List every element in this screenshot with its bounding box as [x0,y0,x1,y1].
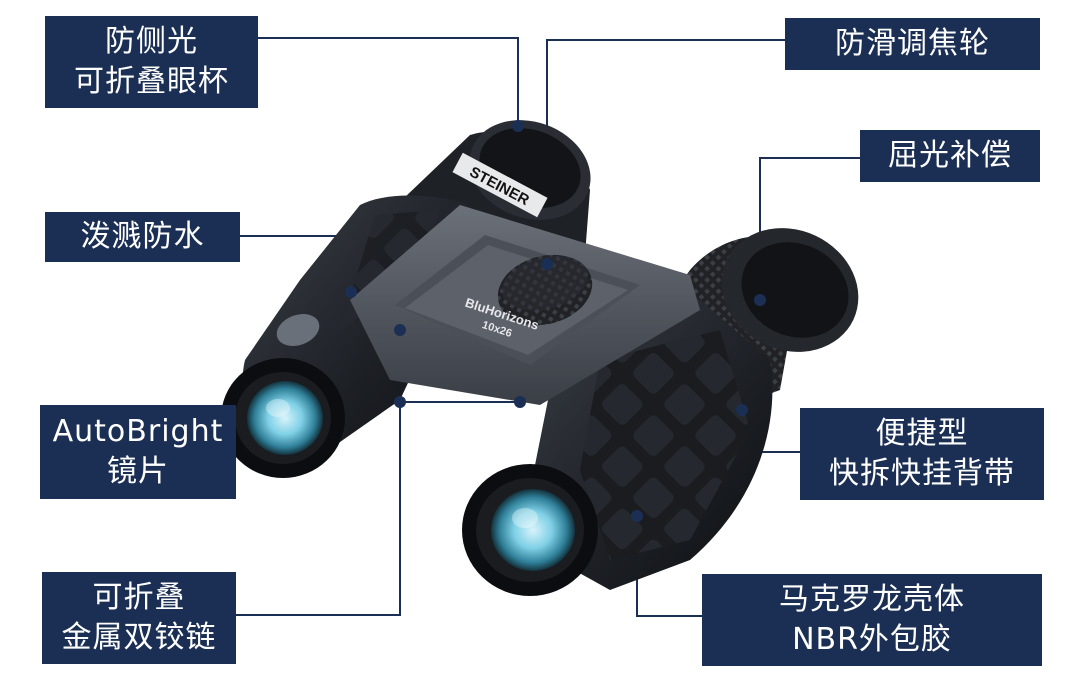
callout-housing-line1: 马克罗龙壳体 [779,582,965,617]
callout-anti-glare-eyecup: 防侧光 可折叠眼杯 [45,16,258,108]
callout-autobright-line1: AutoBright [52,414,224,449]
binocular-body: STEINER BluHorizons 10x26 [221,120,859,596]
callout-splash-line1: 泼溅防水 [80,219,205,254]
callout-refraction-comp: 屈光补偿 [860,130,1040,182]
left-objective-lens [221,358,345,478]
callout-hinge: 可折叠 金属双铰链 [42,572,236,664]
right-objective-lens [462,464,598,596]
callout-anti-glare-line1: 防侧光 [105,24,198,59]
callout-housing: 马克罗龙壳体 NBR外包胶 [702,574,1042,666]
callout-anti-slip-focus: 防滑调焦轮 [785,18,1040,70]
callout-splash-proof: 泼溅防水 [45,212,240,262]
callout-autobright-line2: 镜片 [107,454,169,489]
callout-refraction-line1: 屈光补偿 [888,138,1012,173]
callout-quick-strap-line1: 便捷型 [875,416,969,451]
callout-hinge-line2: 金属双铰链 [61,620,217,655]
callout-anti-slip-line1: 防滑调焦轮 [835,26,990,61]
callout-autobright: AutoBright 镜片 [40,405,236,499]
callout-anti-glare-line2: 可折叠眼杯 [74,64,229,99]
callout-quick-strap: 便捷型 快拆快挂背带 [800,408,1044,500]
callout-quick-strap-line2: 快拆快挂背带 [829,456,1015,491]
callout-hinge-line1: 可折叠 [92,580,186,615]
callout-housing-line2: NBR外包胶 [792,622,952,657]
